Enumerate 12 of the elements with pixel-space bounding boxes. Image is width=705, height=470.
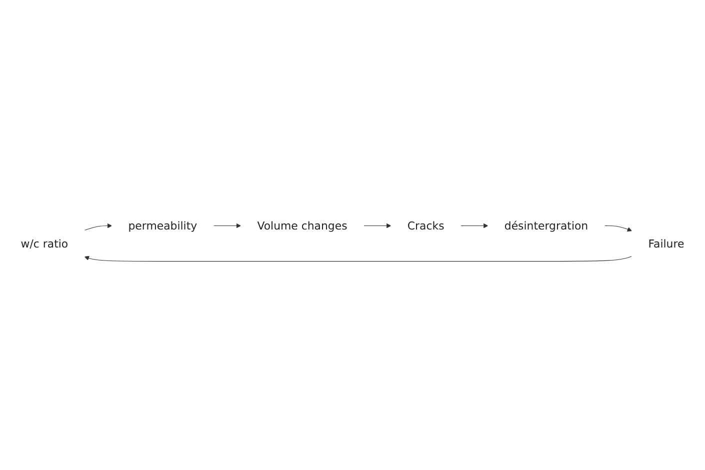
arrow [84,256,632,262]
arrow [363,223,392,228]
node-text: désintergration [504,218,588,232]
arrow [84,223,112,230]
arrow [460,223,488,228]
node-text: w/c ratio [20,236,68,250]
node-text: Volume changes [257,218,348,232]
node-text: Cracks [407,218,444,232]
node-text: permeability [128,218,198,232]
node-text: Failure [648,236,684,250]
arrow [213,223,242,228]
arrow [604,225,632,232]
